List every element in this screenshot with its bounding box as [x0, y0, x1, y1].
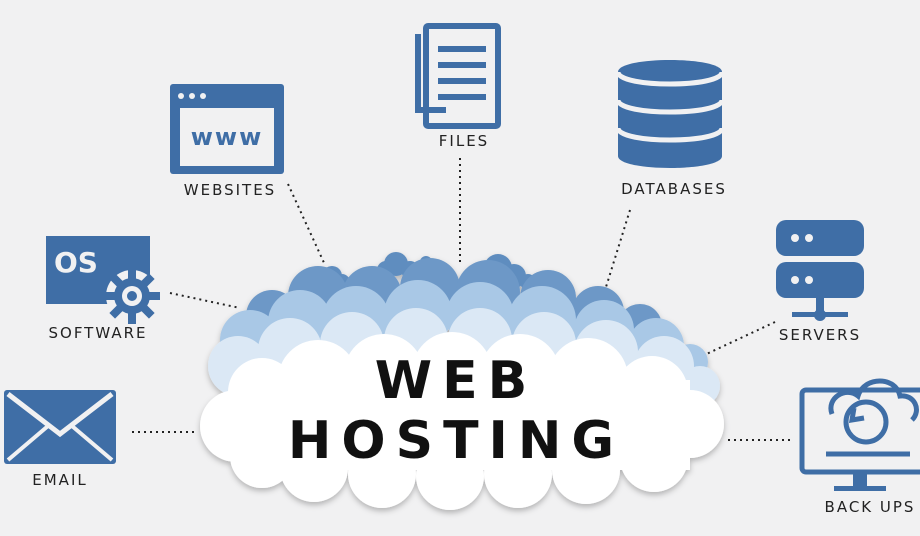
files-node: FILES — [415, 23, 501, 150]
connector-lines — [132, 158, 790, 441]
os-glyph: OS — [54, 246, 98, 279]
www-glyph: www — [191, 123, 264, 151]
websites-node: www WEBSITES — [170, 84, 284, 199]
server-rack-icon — [776, 220, 864, 321]
backups-node: BACK UPS — [799, 378, 920, 516]
files-label: FILES — [439, 132, 489, 150]
software-node: OS SOFTWARE — [46, 236, 160, 342]
servers-label: SERVERS — [779, 326, 861, 344]
websites-label: WEBSITES — [184, 181, 276, 199]
documents-icon — [415, 23, 501, 129]
center-title-line2: HOSTING — [288, 411, 624, 471]
software-gear-icon — [46, 236, 160, 324]
email-node: EMAIL — [4, 390, 116, 489]
hosting-cloud — [200, 252, 724, 510]
databases-node: DATABASES — [615, 60, 727, 198]
center-title-line1: WEB — [375, 351, 538, 411]
browser-window-icon — [170, 84, 284, 174]
backups-label: BACK UPS — [825, 498, 916, 516]
cloud-backup-monitor-icon — [799, 378, 920, 491]
software-label: SOFTWARE — [48, 324, 147, 342]
envelope-icon — [4, 390, 116, 464]
email-label: EMAIL — [32, 471, 87, 489]
databases-label: DATABASES — [621, 180, 727, 198]
servers-node: SERVERS — [776, 220, 864, 344]
